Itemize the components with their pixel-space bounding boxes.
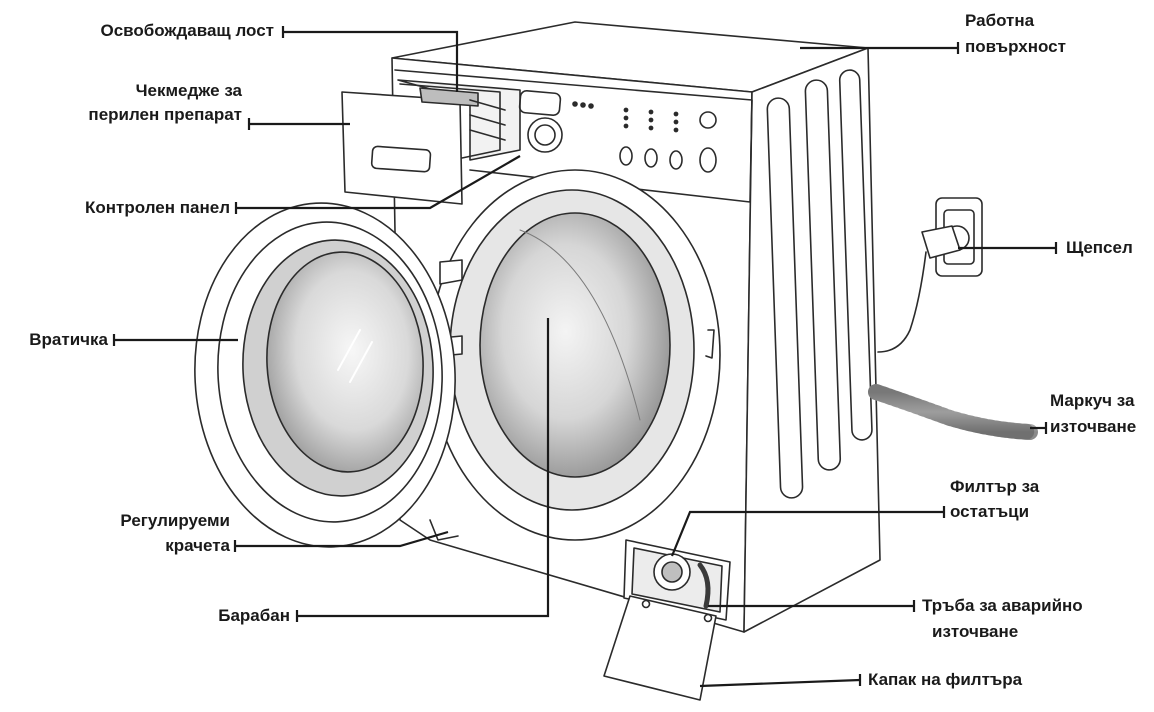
label-emergency-drain-line1: Тръба за аварийно — [922, 596, 1083, 615]
cabinet-side — [743, 47, 881, 633]
label-drum: Барабан — [218, 606, 290, 625]
plug-body — [921, 225, 961, 259]
label-drain-hose-line2: източване — [1050, 417, 1137, 436]
side-rib-2 — [804, 79, 842, 471]
power-cord — [877, 251, 927, 353]
label-adjustable-feet-line2: крачета — [165, 536, 230, 555]
label-debris-filter-line1: Филтър за — [950, 477, 1040, 496]
leader-adjustable-feet — [235, 530, 449, 548]
label-plug: Щепсел — [1066, 238, 1133, 257]
label-worktop-line2: повърхност — [965, 37, 1066, 56]
label-worktop-line1: Работна — [965, 11, 1035, 30]
filter-cover — [603, 595, 717, 701]
leader-filter-cover — [699, 678, 861, 688]
label-drain-hose-line1: Маркуч за — [1050, 391, 1135, 410]
leader-control-panel — [236, 155, 521, 210]
leader-debris-filter — [670, 510, 944, 557]
label-detergent-drawer-line2: перилен препарат — [88, 105, 242, 124]
label-control-panel: Контролен панел — [85, 198, 230, 217]
side-rib-1 — [766, 97, 804, 499]
label-emergency-drain-line2: източване — [932, 622, 1019, 641]
label-debris-filter-line2: остатъци — [950, 502, 1030, 521]
label-door: Вратичка — [29, 330, 108, 349]
label-adjustable-feet-line1: Регулируеми — [120, 511, 230, 530]
label-detergent-drawer-line1: Чекмедже за — [135, 81, 242, 100]
front-foot — [429, 519, 459, 541]
leader-release-lever — [283, 30, 459, 92]
door-glass — [266, 251, 424, 473]
leader-drum — [297, 318, 550, 618]
label-filter-cover: Капак на филтъра — [868, 670, 1023, 689]
emergency-drain-tube — [697, 562, 711, 609]
panel-led-dots — [623, 107, 679, 133]
side-rib-3 — [838, 69, 873, 441]
label-release-lever: Освобождаващ лост — [100, 21, 274, 40]
drum-opening — [479, 212, 671, 478]
